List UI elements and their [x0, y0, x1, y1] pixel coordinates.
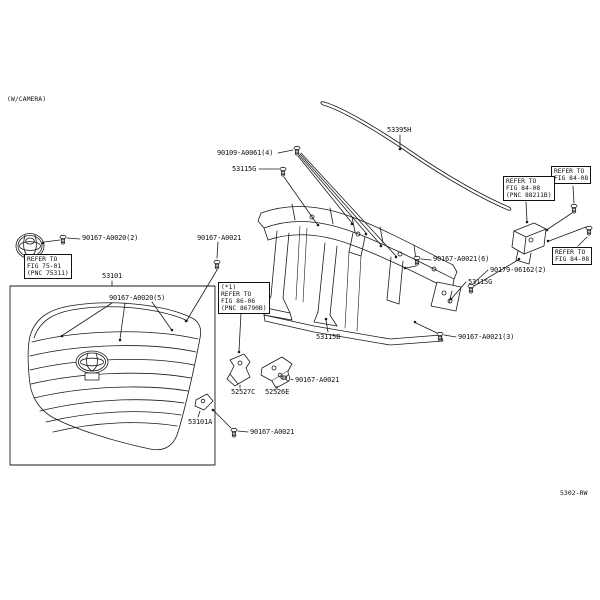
refer-line: (PNC 75311)	[27, 270, 69, 277]
radar-sensor-drawing	[511, 185, 593, 265]
bracket-52527C-drawing	[226, 312, 251, 389]
part-label-90167-A0021-3[interactable]: 90167-A0021(3)	[458, 333, 515, 341]
refer-box-pnc-75311[interactable]: REFER TO FIG 75-01 (PNC 75311)	[24, 254, 72, 279]
screw-icon	[436, 331, 444, 342]
part-label-53395H[interactable]: 53395H	[387, 126, 412, 134]
refer-line: (*1)	[221, 284, 237, 291]
screw-icon	[585, 225, 593, 236]
refer-line: (PNC 86790B)	[221, 305, 267, 312]
refer-line: REFER TO	[555, 249, 586, 256]
refer-line: FIG 86-06	[221, 298, 256, 305]
grille-leaders	[60, 241, 221, 342]
refer-line: FIG 84-08	[506, 185, 541, 192]
part-label-90167-A0021-6[interactable]: 90167-A0021(6)	[433, 255, 490, 263]
refer-box-pnc-88211B[interactable]: REFER TO FIG 84-08 (PNC 88211B)	[503, 176, 555, 201]
hood-seal-drawing	[320, 101, 512, 211]
refer-line: REFER TO	[506, 178, 537, 185]
screw-icon	[279, 166, 287, 177]
screw-icon	[213, 259, 221, 270]
right-leaders	[324, 255, 521, 342]
figure-code: 5302-RW	[560, 489, 588, 497]
screw-icon	[293, 145, 301, 156]
part-label-90167-A0021-topleft[interactable]: 90167-A0021	[197, 234, 242, 242]
refer-line: FIG 84-08	[554, 175, 589, 182]
part-label-90167-A0020-5[interactable]: 90167-A0020(5)	[109, 294, 166, 302]
refer-line: FIG 75-01	[27, 263, 62, 270]
part-label-53115G-top[interactable]: 53115G	[232, 165, 257, 173]
refer-box-fig84-08-top[interactable]: REFER TO FIG 84-08	[551, 166, 592, 184]
part-label-53101A[interactable]: 53101A	[188, 418, 213, 426]
refer-box-pnc-86790B[interactable]: (*1) REFER TO FIG 86-06 (PNC 86790B)	[218, 282, 270, 314]
toyota-emblem-drawing	[15, 233, 81, 259]
top-screws	[258, 145, 398, 259]
part-label-90109-A0061[interactable]: 90109-A0061(4)	[217, 149, 274, 157]
radiator-support-drawing	[257, 203, 462, 346]
refer-line: FIG 84-08	[555, 256, 590, 263]
part-label-90167-A0020-2[interactable]: 90167-A0020(2)	[82, 234, 139, 242]
part-label-53101[interactable]: 53101	[102, 272, 123, 280]
bracket-52526E-drawing	[260, 356, 294, 390]
part-label-52526E[interactable]: 52526E	[265, 388, 290, 396]
refer-line: REFER TO	[554, 168, 585, 175]
part-label-90179-06162[interactable]: 90179-06162(2)	[490, 266, 547, 274]
refer-line: REFER TO	[221, 291, 252, 298]
screw-icon	[413, 255, 421, 266]
refer-line: (PNC 88211B)	[506, 192, 552, 199]
screw-icon	[59, 234, 67, 245]
screw-icon	[570, 203, 578, 214]
part-label-53115G-right[interactable]: 53115G	[468, 278, 493, 286]
refer-line: REFER TO	[27, 256, 58, 263]
screw-icon	[230, 427, 238, 438]
clip-53101A-drawing	[194, 393, 249, 438]
part-label-90167-A0021-mid[interactable]: 90167-A0021	[295, 376, 340, 384]
part-label-53115B[interactable]: 53115B	[316, 333, 341, 341]
grille-drawing	[9, 285, 216, 466]
refer-box-fig84-08-bottom[interactable]: REFER TO FIG 84-08	[552, 247, 593, 265]
top-note: (W/CAMERA)	[7, 95, 47, 103]
part-label-90167-A0021-bottom[interactable]: 90167-A0021	[250, 428, 295, 436]
part-label-52527C[interactable]: 52527C	[231, 388, 256, 396]
